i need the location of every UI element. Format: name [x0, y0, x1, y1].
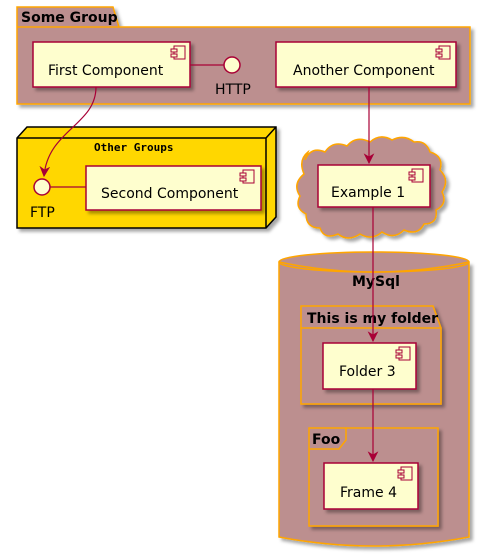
some-group-title: Some Group: [21, 10, 118, 26]
component-icon: [397, 466, 413, 481]
second-component-label: Second Component: [101, 186, 239, 202]
component-icon: [239, 169, 255, 184]
another-component-label: Another Component: [293, 63, 435, 79]
example-1-label: Example 1: [331, 185, 405, 201]
component-icon: [395, 346, 411, 361]
component-icon: [435, 45, 451, 60]
mysql-title: MySql: [352, 274, 400, 290]
component-icon: [170, 45, 186, 60]
folder-3-component[interactable]: Folder 3: [322, 342, 417, 390]
first-component-label: First Component: [48, 63, 164, 79]
ftp-label: FTP: [30, 205, 55, 221]
arrow-first-to-ftp: [39, 86, 97, 178]
frame-4-component[interactable]: Frame 4: [323, 462, 419, 510]
other-groups-title: Other Groups: [94, 141, 173, 154]
second-component[interactable]: Second Component: [85, 165, 262, 211]
component-icon: [408, 168, 424, 183]
foo-title: Foo: [312, 432, 341, 448]
http-label: HTTP: [215, 82, 251, 98]
first-component[interactable]: First Component: [32, 41, 191, 88]
folder-3-label: Folder 3: [339, 364, 396, 380]
http-interface[interactable]: HTTP: [190, 56, 251, 98]
ftp-interface[interactable]: FTP: [30, 178, 86, 221]
another-component[interactable]: Another Component: [275, 41, 457, 88]
frame-4-label: Frame 4: [340, 485, 397, 501]
example-1-component[interactable]: Example 1: [317, 164, 431, 208]
